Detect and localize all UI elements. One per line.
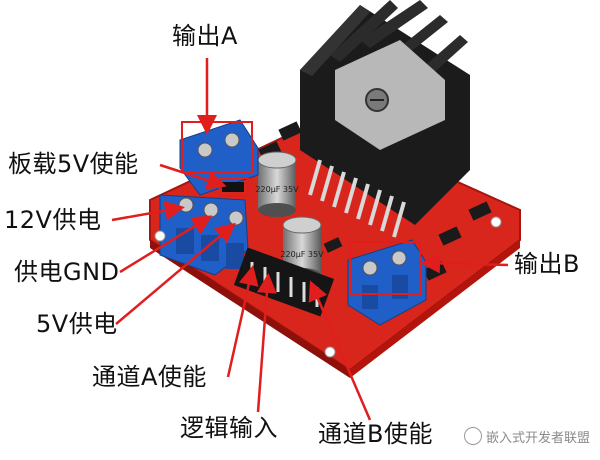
- capacitor-1-marking: 220μF 35V: [255, 185, 299, 194]
- callout-arrows: [111, 58, 509, 421]
- label-power-gnd: 供电GND: [14, 258, 120, 286]
- watermark-text: 嵌入式开发者联盟: [485, 431, 590, 446]
- terminal-block-a: [179, 119, 259, 196]
- label-channel-b-enable: 通道B使能: [318, 420, 433, 448]
- label-12v-power: 12V供电: [4, 206, 102, 234]
- heatsink: [300, 0, 470, 225]
- label-logic-input: 逻辑输入: [180, 414, 278, 442]
- chip-pins: [308, 159, 406, 238]
- watermark: 嵌入式开发者联盟: [463, 427, 590, 446]
- highlight-output-b: [349, 241, 421, 295]
- label-onboard-5v-enable: 板载5V使能: [8, 150, 139, 178]
- terminal-block-b: [347, 239, 427, 326]
- capacitor-1: 220μF 35V: [255, 151, 299, 217]
- label-channel-a-enable: 通道A使能: [92, 363, 207, 391]
- label-output-a: 输出A: [172, 22, 238, 50]
- label-5v-power: 5V供电: [36, 310, 118, 338]
- label-output-b: 输出B: [514, 250, 580, 278]
- capacitor-2-marking: 220μF 35V: [280, 250, 324, 259]
- wechat-icon: [463, 427, 482, 445]
- jumper-5v: [222, 182, 244, 192]
